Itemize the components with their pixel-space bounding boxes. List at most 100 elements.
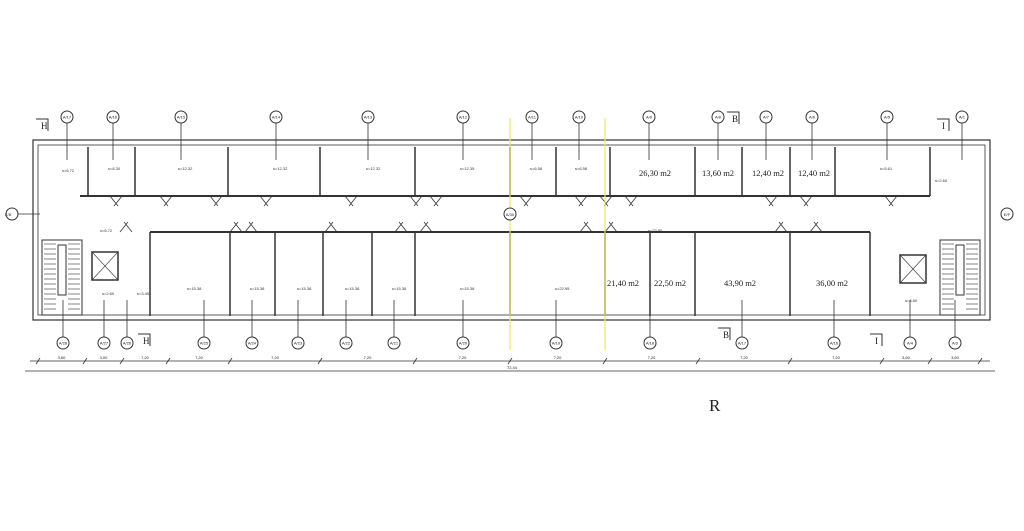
axis-label: A/6 — [809, 115, 816, 120]
axis-label: A/27 — [100, 341, 109, 346]
room-small-label: s=15.38 — [345, 286, 360, 291]
axis-bubble — [56, 336, 70, 350]
dimension-tick — [787, 357, 793, 365]
door-swing — [409, 195, 423, 207]
section-mark-label: H — [41, 121, 48, 131]
stair — [939, 239, 981, 316]
axis-bubble — [1000, 207, 1014, 221]
axis-label: A/9 — [646, 115, 653, 120]
door-swing — [259, 195, 273, 207]
axis-label: A/12 — [459, 115, 468, 120]
door-swing — [774, 221, 788, 233]
axis-label: A/23 — [294, 341, 303, 346]
room-small-label: s=6.58 — [530, 166, 543, 171]
room-small-label: s=5.61 — [880, 166, 893, 171]
axis-bubble — [549, 336, 563, 350]
room-small-label: s=8.80 — [905, 298, 918, 303]
axis-bubble — [642, 110, 656, 124]
door-swing — [159, 195, 173, 207]
room-small-label: s=15.38 — [187, 286, 202, 291]
axis-bubble — [197, 336, 211, 350]
room-area-label: 26,30 m2 — [639, 168, 671, 178]
dimension-tick — [165, 357, 171, 365]
dimension-tick — [412, 357, 418, 365]
stair-well — [955, 244, 965, 296]
room-small-label: s=8.30 — [108, 166, 121, 171]
section-mark-label: B — [723, 330, 729, 340]
room-small-label: s=6.72 — [100, 228, 113, 233]
axis-label: A/3 — [952, 341, 959, 346]
axis-label: A/19 — [552, 341, 561, 346]
axis-bubble — [572, 110, 586, 124]
axis-bubble — [955, 110, 969, 124]
dimension-label: 3,60 — [951, 355, 960, 360]
axis-bubble — [174, 110, 188, 124]
room-small-label: s=22.95 — [555, 286, 570, 291]
axis-label: A/11 — [528, 115, 537, 120]
axis-label: A/20 — [459, 341, 468, 346]
exterior-wall — [32, 139, 991, 321]
section-mark — [727, 111, 740, 124]
room-small-label: s=12.35 — [460, 166, 475, 171]
door-swing — [604, 221, 618, 233]
axis-label: A/21 — [390, 341, 399, 346]
room-small-label: s=6.58 — [575, 166, 588, 171]
dimension-tick — [927, 357, 933, 365]
room-small-label: s=2.60 — [935, 178, 948, 183]
axis-bubble — [106, 110, 120, 124]
dimension-tick — [695, 357, 701, 365]
room-small-label: s=15.38 — [460, 286, 475, 291]
axis-bubble — [339, 336, 353, 350]
dimension-label: 7,20 — [271, 355, 280, 360]
section-mark-label: B — [732, 114, 738, 124]
door-swing — [394, 221, 408, 233]
axis-bubble — [827, 336, 841, 350]
room-small-label: s=6.72 — [62, 168, 75, 173]
dimension-label: 7,20 — [364, 355, 373, 360]
door-swing — [809, 221, 823, 233]
stair-well — [57, 244, 67, 296]
axis-label: A/18 — [646, 341, 655, 346]
dimension-tick — [119, 357, 125, 365]
axis-label: A/5 — [884, 115, 891, 120]
door-swing — [884, 195, 898, 207]
axis-bubble — [759, 110, 773, 124]
dimension-tick — [227, 357, 233, 365]
axis-label: A/7 — [763, 115, 770, 120]
axis-bubble — [643, 336, 657, 350]
door-swing — [419, 221, 433, 233]
dimension-tick — [82, 357, 88, 365]
door-swing — [244, 221, 258, 233]
room-small-label: s=22.95 — [648, 228, 663, 233]
axis-label: A/17 — [738, 341, 747, 346]
room-area-label: 36,00 m2 — [816, 278, 848, 288]
dimension-tick — [317, 357, 323, 365]
door-swing — [519, 195, 533, 207]
dimension-tick — [879, 357, 885, 365]
axis-bubble — [948, 336, 962, 350]
axis-bubble — [245, 336, 259, 350]
exterior-wall-inner — [37, 144, 986, 316]
axis-label: E/B — [5, 212, 12, 217]
dimension-label: 7,20 — [648, 355, 657, 360]
axis-bubble — [735, 336, 749, 350]
door-swing — [429, 195, 443, 207]
axis-bubble — [880, 110, 894, 124]
axis-label: A/26 — [123, 341, 132, 346]
dimension-label: 3,60 — [58, 355, 67, 360]
room-small-label: s=2.60 — [102, 291, 115, 296]
total-dimension-label: 72,44 — [507, 365, 518, 370]
axis-bubble — [97, 336, 111, 350]
room-small-label: s=12.32 — [366, 166, 381, 171]
room-area-label: 13,60 m2 — [702, 168, 734, 178]
dimension-label: 7,20 — [554, 355, 563, 360]
section-mark — [937, 118, 950, 131]
dimension-tick — [977, 357, 983, 365]
axis-label: A/30 — [506, 212, 515, 217]
axis-bubble — [291, 336, 305, 350]
door-swing — [344, 195, 358, 207]
section-mark-label: I — [942, 121, 945, 131]
